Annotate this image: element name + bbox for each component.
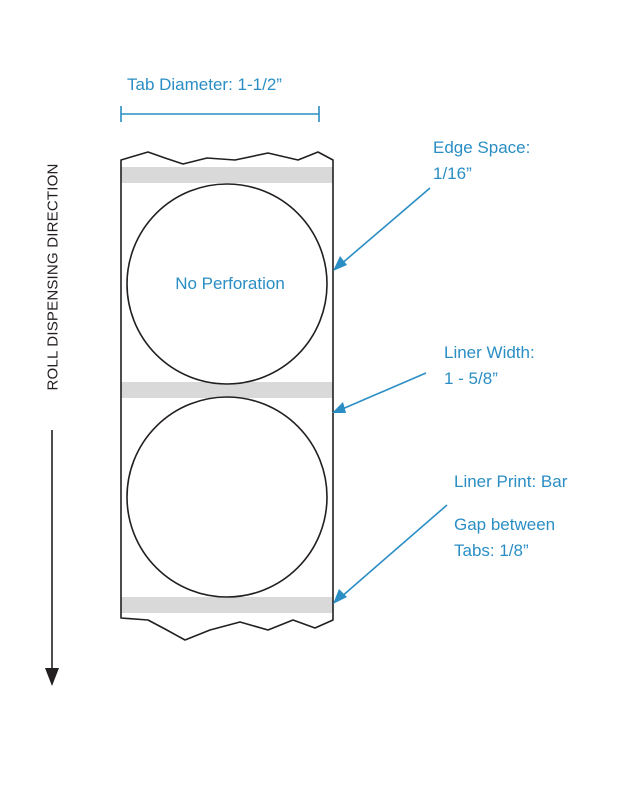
liner-strip-outline [120,151,334,641]
liner-bar-top [121,167,333,183]
liner-width-label: Liner Width: 1 - 5/8” [444,343,535,388]
no-perforation-label: No Perforation [175,274,285,293]
liner-print-label: Liner Print: Bar [454,472,568,491]
roll-direction-label: ROLL DISPENSING DIRECTION [44,163,62,391]
tab-diameter-label: Tab Diameter: 1-1/2” [127,75,282,94]
roll-direction-arrow [45,430,59,686]
edge-space-arrow [333,187,431,271]
liner-width-arrow [332,372,427,413]
liner-bar-middle [121,382,333,398]
gap-label: Gap between Tabs: 1/8” [454,515,556,560]
liner-bar-bottom [121,597,333,613]
gap-arrow [333,504,448,604]
edge-space-label: Edge Space: 1/16” [433,138,531,183]
tab-circle-top [126,183,328,385]
tab-circle-bottom [126,396,328,598]
